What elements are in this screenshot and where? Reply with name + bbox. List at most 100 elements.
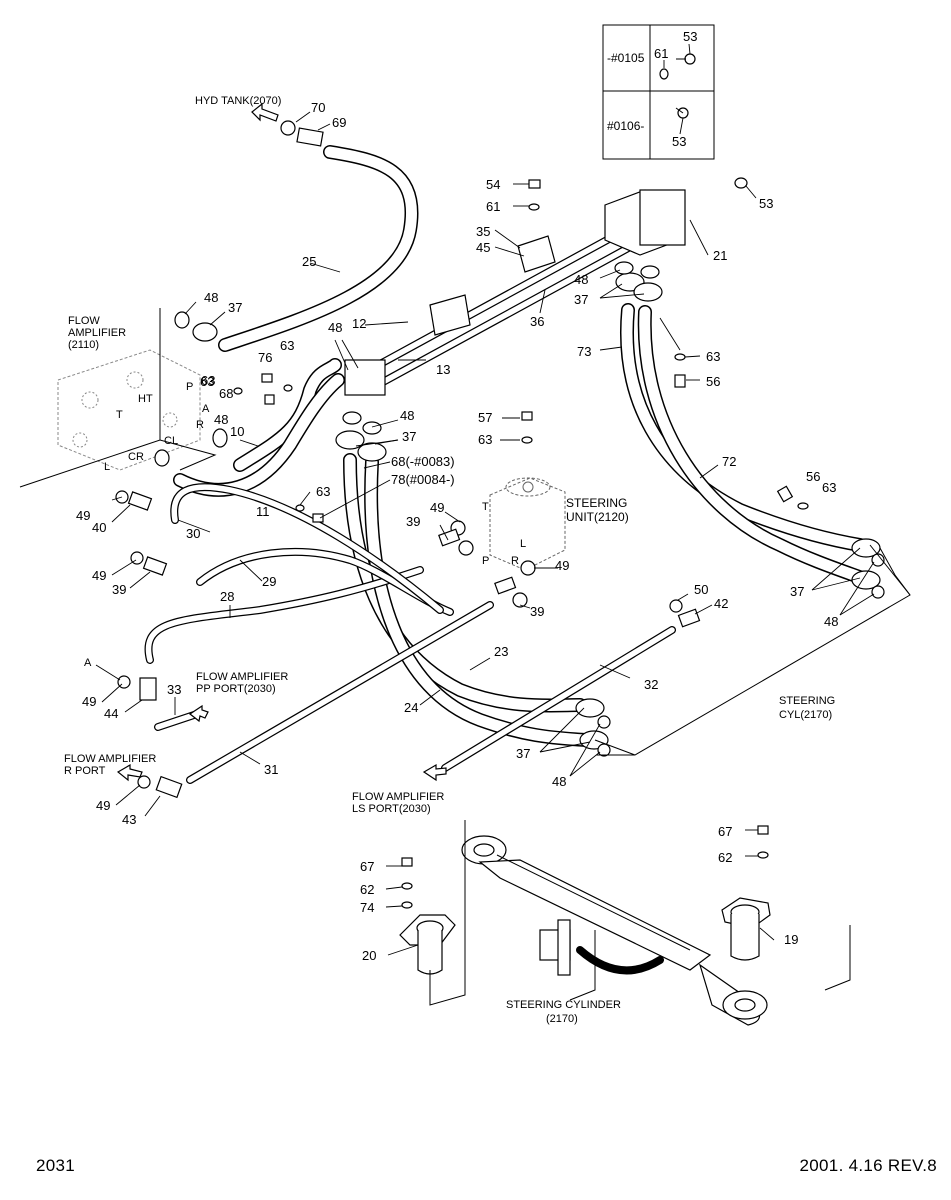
port-l: L	[104, 461, 110, 473]
part-number: 29	[262, 574, 276, 589]
part-number: 49	[76, 508, 90, 523]
part-number: 74	[360, 900, 374, 915]
label-steer-cyl-big-2: (2170)	[546, 1013, 578, 1025]
port-a-lower: A	[84, 657, 92, 669]
part-number: 48	[824, 614, 838, 629]
bushing-19	[721, 897, 771, 961]
label-hyd-tank: HYD TANK(2070)	[195, 95, 281, 107]
label-fa-pp-1: FLOW AMPLIFIER	[196, 671, 288, 683]
part-number: 56	[806, 469, 820, 484]
inset-part-61: 61	[654, 46, 668, 61]
part-number: 49	[430, 500, 444, 515]
part-number: 61	[486, 199, 500, 214]
port-r: R	[196, 419, 204, 431]
label-steering-unit-2: UNIT(2120)	[566, 510, 629, 524]
inset-serial-1: -#0105	[607, 51, 645, 65]
part-number: 35	[476, 224, 490, 239]
label-steer-cyl-2: CYL(2170)	[779, 709, 832, 721]
part-number: 62	[360, 882, 374, 897]
label-fa-r-1: FLOW AMPLIFIER	[64, 753, 156, 765]
port-p: P	[186, 381, 193, 393]
su-port-p: P	[482, 555, 489, 567]
label-fa-ls-1: FLOW AMPLIFIER	[352, 791, 444, 803]
part-number: 73	[577, 344, 591, 359]
part-number: 43	[122, 812, 136, 827]
inset-part-53b: 53	[672, 134, 686, 149]
part-number: 50	[694, 582, 708, 597]
label-steer-cyl-1: STEERING	[779, 695, 835, 707]
part-number: 48	[204, 290, 218, 305]
part-number: 56	[706, 374, 720, 389]
part-number: 37	[516, 746, 530, 761]
part-number: 49	[555, 558, 569, 573]
part-number: 63	[706, 349, 720, 364]
part-number: 36	[530, 314, 544, 329]
part-number: 70	[311, 100, 325, 115]
leader-lines	[95, 111, 875, 956]
part-number: 49	[92, 568, 106, 583]
label-serial-68: 68(-#0083)	[391, 454, 455, 469]
part-number: 11	[256, 504, 270, 519]
part-number: 13	[436, 362, 450, 377]
part-number: 63	[280, 338, 294, 353]
part-number: 45	[476, 240, 490, 255]
part-number: 39	[406, 514, 420, 529]
port-t: T	[116, 409, 123, 421]
steering-cylinder	[461, 835, 768, 1026]
part-number: 48	[552, 774, 566, 789]
part-number: 72	[722, 454, 736, 469]
part-number: 63	[822, 480, 836, 495]
part-number: 54	[486, 177, 500, 192]
label-fa-r-2: R PORT	[64, 765, 106, 777]
part-number: 30	[186, 526, 200, 541]
revision-date: 2001. 4.16 REV.8	[799, 1156, 937, 1175]
inset-part-53: 53	[683, 29, 697, 44]
part-number: 10	[230, 424, 244, 439]
serial-inset-table: -#0105 #0106- 61 53 53	[602, 24, 715, 160]
su-port-l: L	[520, 538, 526, 550]
part-number: 67	[360, 859, 374, 874]
part-number: 49	[96, 798, 110, 813]
port-letters: HT P A T R CL CR L T L R P A	[84, 381, 526, 669]
part-number: 63	[478, 432, 492, 447]
part-number: 39	[530, 604, 544, 619]
part-number: 32	[644, 677, 658, 692]
label-steer-cyl-big-1: STEERING CYLINDER	[506, 999, 621, 1011]
part-number: 42	[714, 596, 728, 611]
page-number: 2031	[36, 1156, 76, 1175]
part-number: 44	[104, 706, 118, 721]
part-number: 28	[220, 589, 234, 604]
part-number: 39	[112, 582, 126, 597]
part-number: 48	[328, 320, 342, 335]
part-number: 68	[219, 386, 233, 401]
label-flow-amp-1: FLOW	[68, 315, 100, 327]
part-number: 20	[362, 948, 376, 963]
label-fa-pp-2: PP PORT(2030)	[196, 683, 276, 695]
bolt-icon	[676, 53, 696, 65]
part-number: 25	[302, 254, 316, 269]
steering-unit	[489, 477, 566, 571]
label-flow-amp-3: (2110)	[68, 339, 99, 351]
part-number: 21	[713, 248, 727, 263]
part-number: 53	[759, 196, 773, 211]
part-number: 63	[200, 374, 214, 389]
part-number: 49	[82, 694, 96, 709]
inset-serial-2: #0106-	[607, 119, 644, 133]
port-cr: CR	[128, 451, 144, 463]
part-number: 19	[784, 932, 798, 947]
part-number: 23	[494, 644, 508, 659]
components	[19, 102, 911, 1026]
part-number: 63	[316, 484, 330, 499]
port-cl: CL	[164, 435, 178, 447]
part-number: 37	[228, 300, 242, 315]
part-number: 24	[404, 700, 418, 715]
part-number: 12	[352, 316, 366, 331]
part-numbers: 70 69 25 48 37 63 68 76 63 48 12 13 63 4…	[76, 100, 838, 963]
port-a: A	[202, 403, 210, 415]
part-number: 40	[92, 520, 106, 535]
su-port-r: R	[511, 555, 519, 567]
label-serial-78: 78(#0084-)	[391, 472, 455, 487]
part-number: 67	[718, 824, 732, 839]
su-port-t: T	[482, 501, 489, 513]
washer-icon	[659, 68, 669, 80]
